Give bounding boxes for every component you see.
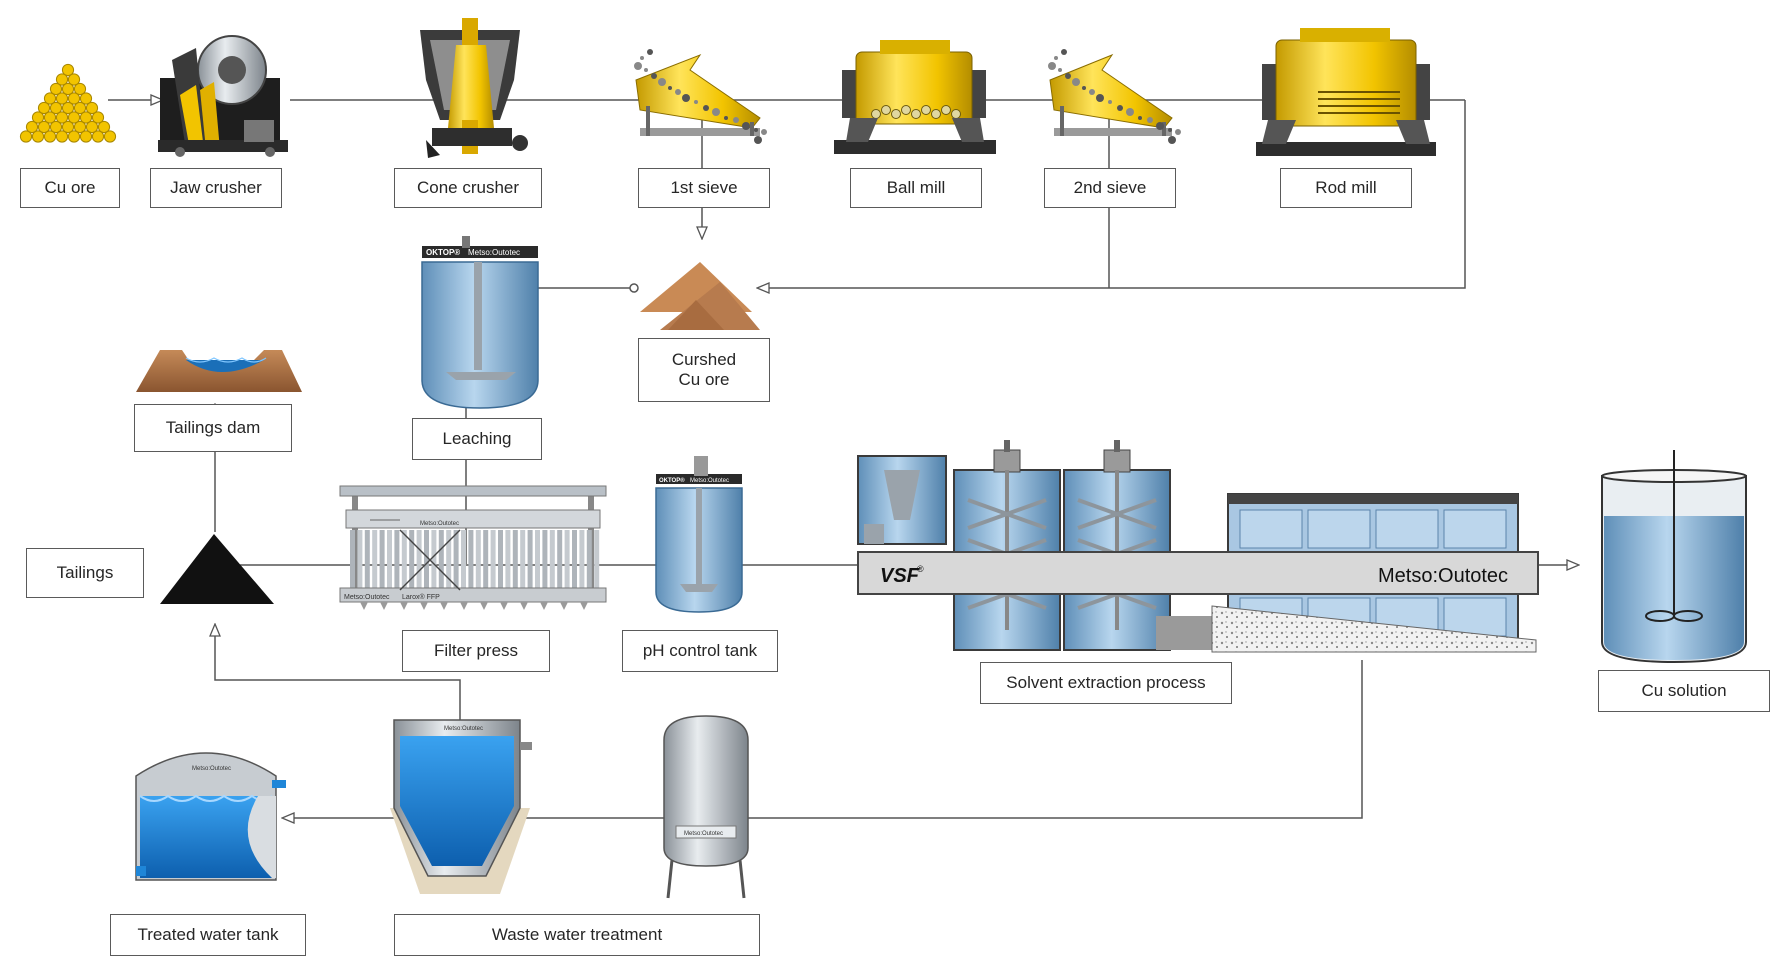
filter-press-brand-top: Metso:Outotec (420, 521, 459, 527)
label-rod-mill: Rod mill (1280, 168, 1412, 208)
vsf-brand-mark: ® (917, 564, 924, 574)
label-cu-solution: Cu solution (1598, 670, 1770, 712)
metso-outotec-brand: Metso:Outotec (1378, 565, 1508, 587)
solvent-extraction-icon: VSF ® Metso:Outotec (857, 440, 1539, 653)
label-tailings: Tailings (26, 548, 144, 598)
ph-tank-brand-metso: Metso:Outotec (690, 478, 729, 484)
label-first-sieve: 1st sieve (638, 168, 770, 208)
cu-solution-tank-icon (1601, 450, 1747, 664)
label-waste-water-treatment: Waste water treatment (394, 914, 760, 956)
crushed-ore-pile-icon (640, 262, 760, 330)
cu-ore-pile-icon (19, 63, 117, 143)
leaching-brand-metso: Metso:Outotec (468, 248, 520, 257)
label-solvent-extraction: Solvent extraction process (980, 662, 1232, 704)
filter-press-icon: Metso:Outotec Metso:Outotec Larox® FFP (339, 485, 607, 610)
label-treated-water-tank: Treated water tank (110, 914, 306, 956)
first-sieve-icon (634, 49, 767, 144)
tailings-dam-icon (136, 350, 302, 392)
treated-tank-brand: Metso:Outotec (192, 766, 231, 772)
label-jaw-crusher: Jaw crusher (150, 168, 282, 208)
label-crushed-ore-line1: Curshed (671, 350, 737, 369)
vessel-brand: Metso:Outotec (684, 831, 723, 837)
label-second-sieve: 2nd sieve (1044, 168, 1176, 208)
waste-water-clarifier-icon: Metso:Outotec (390, 719, 532, 894)
ph-tank-brand-okto: OKTOP® (659, 477, 685, 484)
label-cu-ore: Cu ore (20, 168, 120, 208)
vsf-brand: VSF (880, 565, 920, 587)
label-leaching: Leaching (412, 418, 542, 460)
label-filter-press: Filter press (402, 630, 550, 672)
filter-press-brand-larox: Larox® FFP (402, 593, 440, 601)
label-tailings-dam: Tailings dam (134, 404, 292, 452)
label-ball-mill: Ball mill (850, 168, 982, 208)
rod-mill-icon (1256, 28, 1436, 156)
leaching-brand-okto: OKTOP® (426, 248, 460, 257)
flow-rod-mill-return (758, 100, 1466, 288)
label-ph-control-tank: pH control tank (622, 630, 778, 672)
filter-press-brand-left: Metso:Outotec (344, 594, 390, 601)
label-crushed-ore: Curshed Cu ore (638, 338, 770, 402)
clarifier-brand: Metso:Outotec (444, 726, 483, 732)
second-sieve-icon (1048, 49, 1181, 144)
waste-water-pressure-vessel-icon: Metso:Outotec (663, 715, 749, 899)
leaching-tank-icon: OKTOP® Metso:Outotec (421, 236, 539, 409)
label-crushed-ore-line2: Cu ore (678, 370, 730, 389)
ball-mill-icon (834, 40, 996, 154)
flow-node (629, 283, 639, 293)
ph-control-tank-icon: OKTOP® Metso:Outotec (655, 456, 743, 613)
tailings-pile-icon (160, 534, 274, 604)
treated-water-tank-icon: Metso:Outotec (135, 752, 286, 881)
label-cone-crusher: Cone crusher (394, 168, 542, 208)
cone-crusher-icon (420, 18, 528, 158)
flow-extraction-to-water (283, 660, 1363, 818)
jaw-crusher-icon (158, 35, 288, 157)
